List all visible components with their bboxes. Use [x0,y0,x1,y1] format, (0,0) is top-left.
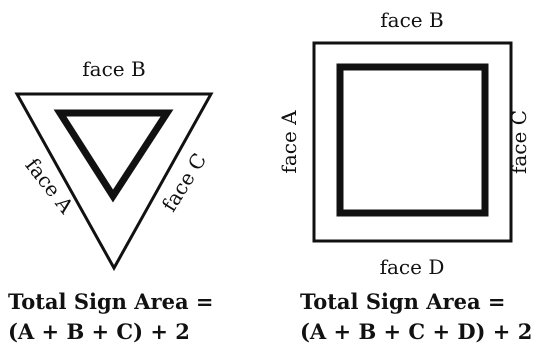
square-sign [312,41,513,243]
triangle-face-c-label: face C [157,149,211,216]
square-face-b-label: face B [380,8,443,32]
square-face-a-label: face A [277,110,301,174]
square-inner-face [336,63,489,217]
triangle-sign [14,92,214,272]
square-formula-line1: Total Sign Area = [300,289,505,314]
triangle-face-a-label: face A [21,153,79,218]
triangle-formula-line2: (A + B + C) + 2 [8,319,190,344]
triangle-outer-frame [14,92,214,272]
square-face-d-label: face D [380,255,445,279]
square-face-c-label: face C [507,110,531,174]
square-outer-frame [312,41,513,243]
triangle-inner-face [53,109,174,203]
triangle-face-b-label: face B [82,57,145,81]
square-formula-line2: (A + B + C + D) + 2 [300,319,532,344]
triangle-formula-line1: Total Sign Area = [8,289,213,314]
